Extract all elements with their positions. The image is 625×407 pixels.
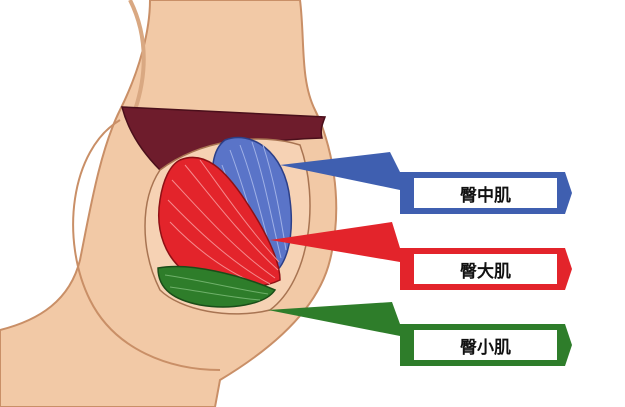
gluteus-minimus-label: 臀小肌 [414, 330, 557, 360]
gluteus-minimus-muscle [157, 265, 277, 308]
gluteus-minimus-fibers [164, 274, 269, 301]
buttock-contour [72, 119, 221, 371]
waist-shadow [128, 0, 146, 111]
gluteus-medius-label: 臀中肌 [414, 178, 557, 208]
gluteus-maximus-label: 臀大肌 [414, 254, 557, 284]
